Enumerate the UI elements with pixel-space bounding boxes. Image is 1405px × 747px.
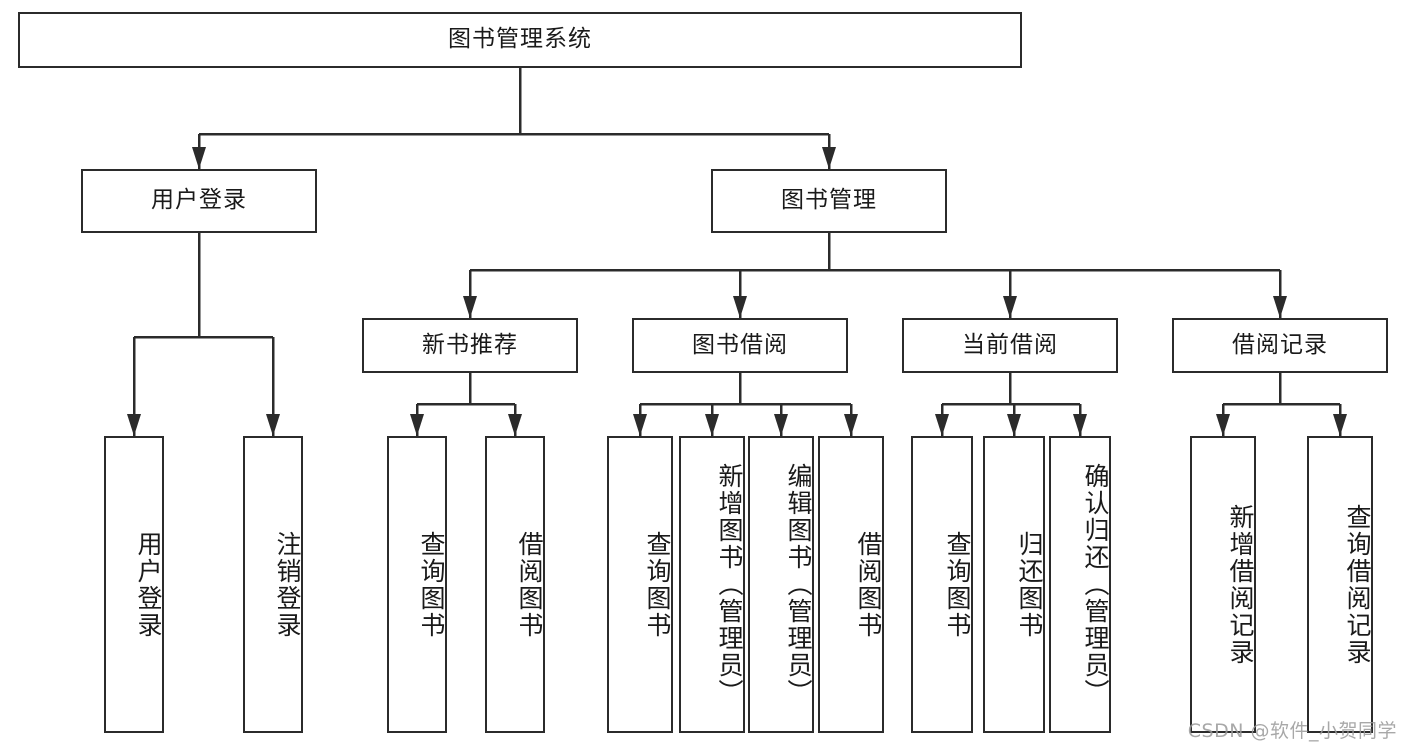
node-leaf-re2[interactable]: 查询借阅记录	[1307, 436, 1373, 733]
node-records[interactable]: 借阅记录	[1172, 318, 1388, 373]
node-label: 编辑图书（管理员）	[784, 463, 813, 706]
node-current[interactable]: 当前借阅	[902, 318, 1118, 373]
node-leaf-cu1[interactable]: 查询图书	[911, 436, 973, 733]
node-label: 借阅图书	[515, 530, 544, 639]
node-borrow[interactable]: 图书借阅	[632, 318, 848, 373]
node-label: 用户登录	[134, 530, 163, 639]
node-label: 确认归还（管理员）	[1081, 463, 1110, 706]
node-label: 查询图书	[943, 530, 972, 639]
node-label: 借阅记录	[1232, 331, 1328, 358]
node-label: 图书管理系统	[448, 26, 592, 53]
node-label: 图书管理	[781, 187, 877, 214]
arrowhead-icon	[508, 414, 522, 436]
node-label: 新增图书（管理员）	[715, 463, 744, 706]
node-label: 新书推荐	[422, 331, 518, 358]
arrowhead-icon	[1333, 414, 1347, 436]
node-newbook[interactable]: 新书推荐	[362, 318, 578, 373]
node-label: 查询图书	[417, 530, 446, 639]
node-label: 用户登录	[151, 187, 247, 214]
node-leaf-bo4[interactable]: 借阅图书	[818, 436, 884, 733]
node-root[interactable]: 图书管理系统	[18, 12, 1022, 68]
node-label: 当前借阅	[962, 331, 1058, 358]
arrowhead-icon	[1273, 296, 1287, 318]
arrowhead-icon	[705, 414, 719, 436]
node-leaf-bo2[interactable]: 新增图书（管理员）	[679, 436, 745, 733]
arrowhead-icon	[410, 414, 424, 436]
arrowhead-icon	[1007, 414, 1021, 436]
node-leaf-nb2[interactable]: 借阅图书	[485, 436, 545, 733]
node-bookmgmt[interactable]: 图书管理	[711, 169, 947, 233]
node-label: 归还图书	[1015, 530, 1044, 639]
arrowhead-icon	[1216, 414, 1230, 436]
arrowhead-icon	[822, 147, 836, 169]
arrowhead-icon	[633, 414, 647, 436]
node-login[interactable]: 用户登录	[81, 169, 317, 233]
node-leaf-login2[interactable]: 注销登录	[243, 436, 303, 733]
arrowhead-icon	[266, 414, 280, 436]
node-leaf-bo3[interactable]: 编辑图书（管理员）	[748, 436, 814, 733]
node-leaf-nb1[interactable]: 查询图书	[387, 436, 447, 733]
arrowhead-icon	[1003, 296, 1017, 318]
arrowhead-icon	[192, 147, 206, 169]
watermark-label: CSDN @软件_小贺同学	[1187, 720, 1397, 742]
node-label: 借阅图书	[854, 530, 883, 639]
node-leaf-re1[interactable]: 新增借阅记录	[1190, 436, 1256, 733]
node-label: 查询借阅记录	[1343, 503, 1372, 666]
arrowhead-icon	[463, 296, 477, 318]
arrowhead-icon	[774, 414, 788, 436]
node-leaf-login1[interactable]: 用户登录	[104, 436, 164, 733]
node-leaf-cu2[interactable]: 归还图书	[983, 436, 1045, 733]
arrowhead-icon	[935, 414, 949, 436]
node-label: 新增借阅记录	[1226, 503, 1255, 666]
arrowhead-icon	[1073, 414, 1087, 436]
arrowhead-icon	[127, 414, 141, 436]
node-leaf-bo1[interactable]: 查询图书	[607, 436, 673, 733]
node-leaf-cu3[interactable]: 确认归还（管理员）	[1049, 436, 1111, 733]
arrowhead-icon	[733, 296, 747, 318]
node-label: 查询图书	[643, 530, 672, 639]
node-label: 图书借阅	[692, 331, 788, 358]
node-label: 注销登录	[273, 530, 302, 639]
arrowhead-icon	[844, 414, 858, 436]
